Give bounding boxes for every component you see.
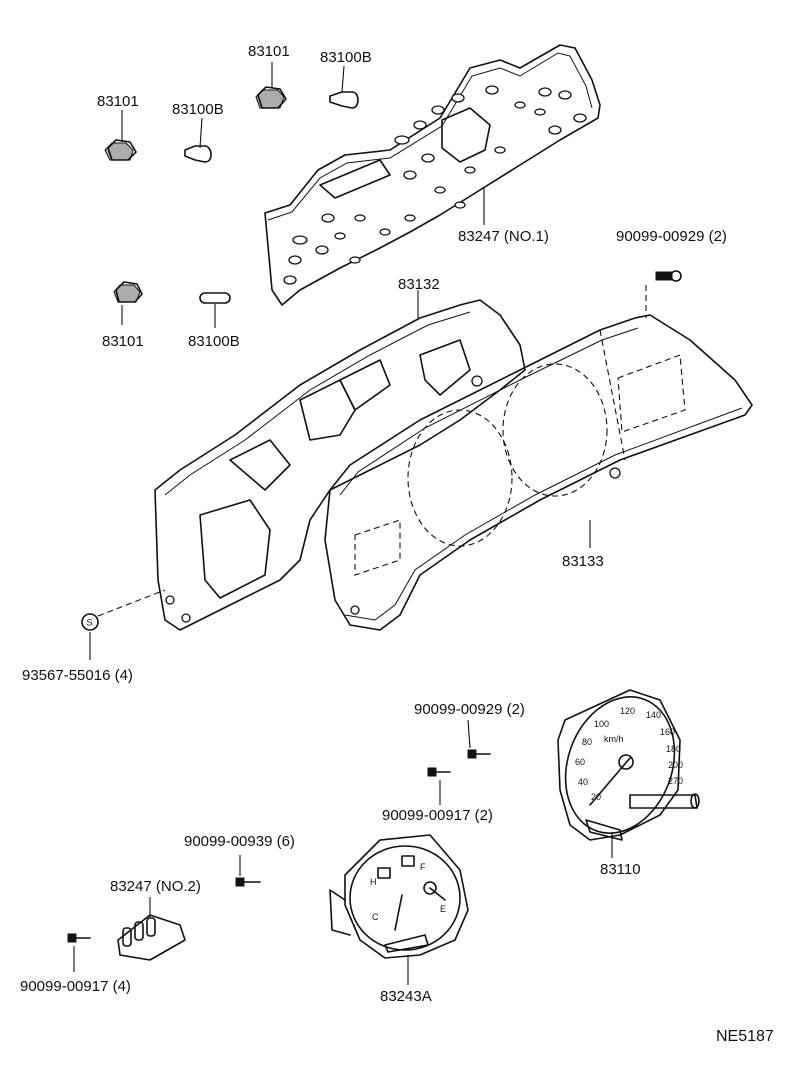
svg-text:160: 160 — [660, 727, 675, 737]
svg-text:H: H — [370, 877, 377, 887]
screw-mid-2 — [427, 767, 451, 777]
svg-text:270: 270 — [668, 776, 683, 786]
svg-text:100: 100 — [594, 719, 609, 729]
svg-text:140: 140 — [646, 710, 661, 720]
bulb-2 — [329, 91, 359, 109]
svg-text:80: 80 — [582, 737, 592, 747]
screw-top-right — [655, 270, 682, 282]
label-printed-circuit-no1: 83247 (NO.1) — [458, 228, 549, 245]
bulb-3 — [199, 292, 231, 304]
label-bulb-2: 83100B — [320, 49, 372, 66]
label-meter-glass: 83133 — [562, 553, 604, 570]
svg-text:40: 40 — [578, 777, 588, 787]
svg-text:20: 20 — [591, 792, 601, 802]
label-bulb-3: 83100B — [188, 333, 240, 350]
label-bulb-1: 83100B — [172, 101, 224, 118]
svg-text:180: 180 — [666, 744, 681, 754]
screw-bottom-left — [67, 933, 91, 943]
nut-symbol: S — [81, 613, 99, 631]
svg-text:120: 120 — [620, 706, 635, 716]
label-speedometer: 83110 — [600, 861, 641, 878]
label-screw-top-right: 90099-00929 (2) — [616, 228, 727, 245]
meter-glass — [324, 314, 753, 631]
meter-case — [154, 299, 526, 631]
svg-text:60: 60 — [575, 757, 585, 767]
screw-mid-1 — [467, 749, 491, 759]
svg-text:km/h: km/h — [604, 734, 624, 744]
label-screw-mid-1: 90099-00929 (2) — [414, 701, 525, 718]
drawing-code: NE5187 — [716, 1028, 774, 1045]
fuel-temp-gauge: H F E C — [329, 834, 469, 959]
label-meter-case: 83132 — [398, 276, 440, 293]
label-fuel-temp-gauge: 83243A — [380, 988, 432, 1005]
label-screw-bottom-left: 90099-00917 (4) — [20, 978, 131, 995]
leader-lines — [73, 62, 613, 985]
svg-text:E: E — [440, 904, 446, 914]
bulb-1 — [184, 145, 212, 163]
printed-circuit-plate-no2 — [117, 914, 186, 961]
label-printed-circuit-no2: 83247 (NO.2) — [110, 878, 201, 895]
label-screw-mid-2: 90099-00917 (2) — [382, 807, 493, 824]
printed-circuit-plate-no1 — [264, 44, 601, 306]
label-screw-lower: 90099-00939 (6) — [184, 833, 295, 850]
svg-text:S: S — [87, 618, 93, 628]
svg-text:C: C — [372, 912, 379, 922]
lamp-socket-3 — [113, 281, 143, 303]
label-lamp-socket-2: 83101 — [248, 43, 290, 60]
lamp-socket-1 — [104, 139, 137, 161]
label-nut: 93567-55016 (4) — [22, 667, 133, 684]
svg-text:F: F — [420, 862, 426, 872]
screw-lower — [235, 877, 261, 887]
svg-text:200: 200 — [668, 760, 683, 770]
label-lamp-socket-1: 83101 — [97, 93, 139, 110]
lamp-socket-2 — [255, 86, 287, 109]
label-lamp-socket-3: 83101 — [102, 333, 144, 350]
